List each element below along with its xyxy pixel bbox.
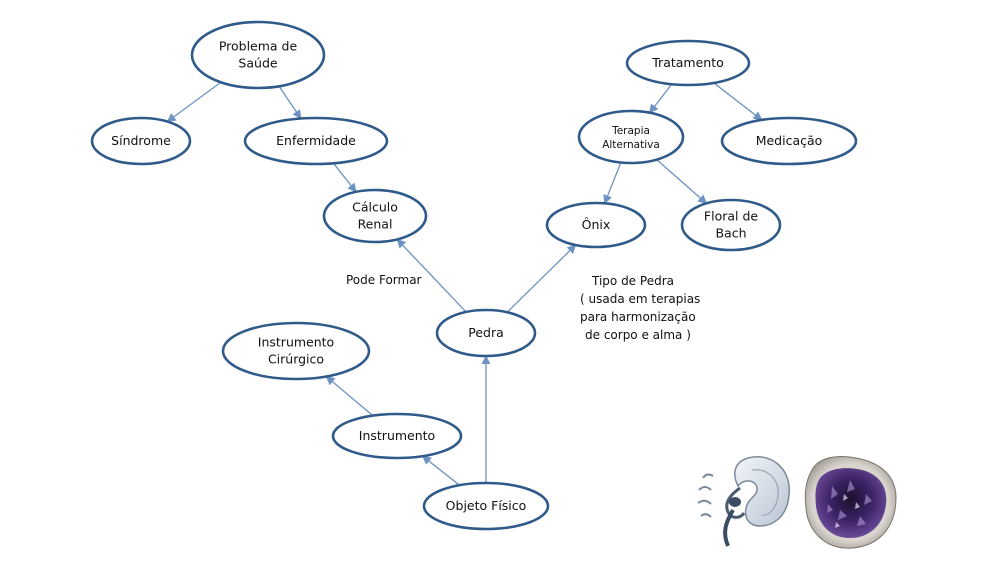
node-label: Medicação (756, 133, 823, 148)
edge-label-tipo-de-pedra: Tipo de Pedra ( usada em terapias para h… (580, 274, 700, 342)
node-instrumento: Instrumento (331, 412, 463, 460)
edge-problema-to-enfermidade (278, 85, 302, 120)
node-problema: Problema de Saúde (190, 20, 326, 90)
node-label: Enfermidade (276, 133, 356, 148)
node-shape (680, 198, 782, 252)
edges (166, 81, 763, 486)
edge-tratamento-to-medicacao (713, 82, 763, 121)
tipo-de-pedra-line-4: de corpo e alma ) (585, 328, 691, 342)
node-medicacao: Medicação (720, 116, 858, 166)
node-shape (190, 20, 326, 90)
edge-terapia-to-floral (656, 159, 708, 204)
edge-pedra-to-calculo (396, 238, 467, 313)
node-shape (435, 308, 537, 358)
tipo-de-pedra-line-3: para harmonização (580, 310, 696, 324)
node-tratamento: Tratamento (625, 39, 751, 87)
node-onix: Ônix (545, 201, 647, 249)
node-floral: Floral de Bach (680, 198, 782, 252)
node-label: Saúde (238, 56, 277, 71)
edge-enfermidade-to-calculo (333, 162, 357, 193)
node-shape (422, 481, 550, 531)
node-sindrome: Síndrome (90, 116, 192, 166)
node-label: Terapia (611, 125, 650, 137)
node-label: Pedra (468, 325, 504, 340)
node-label: Instrumento (359, 428, 435, 443)
node-pedra: Pedra (435, 308, 537, 358)
edge-objeto-to-instrumento (421, 455, 460, 486)
node-label: Alternativa (602, 139, 660, 151)
node-shape (221, 321, 371, 381)
kidney-icon (697, 456, 790, 547)
node-label: Ônix (582, 217, 611, 232)
node-label: Renal (358, 217, 393, 232)
node-shape (331, 412, 463, 460)
edge-instrumento-to-instrumento_c (325, 375, 374, 417)
geode-icon (804, 456, 897, 549)
node-label: Floral de (704, 209, 758, 224)
node-enfermidade: Enfermidade (243, 116, 389, 166)
edge-pedra-to-onix (506, 244, 577, 313)
node-label: Cirúrgico (268, 352, 324, 367)
node-label: Síndrome (111, 133, 171, 148)
node-label: Bach (715, 226, 746, 241)
node-label: Problema de (219, 39, 298, 54)
tipo-de-pedra-line-1: Tipo de Pedra (591, 274, 674, 288)
node-label: Tratamento (651, 55, 724, 70)
edge-problema-to-sindrome (166, 81, 222, 123)
node-shape (545, 201, 647, 249)
node-label: Cálculo (352, 200, 398, 215)
edge-label-pode-formar: Pode Formar (346, 273, 422, 287)
node-shape (577, 109, 685, 165)
edge-terapia-to-onix (603, 162, 622, 205)
node-shape (322, 188, 428, 244)
node-shape (90, 116, 192, 166)
node-shape (243, 116, 389, 166)
edge-tratamento-to-terapia (649, 83, 673, 114)
node-label: Objeto Físico (446, 498, 527, 513)
node-shape (720, 116, 858, 166)
node-shape (625, 39, 751, 87)
node-label: Instrumento (258, 335, 334, 350)
node-objeto: Objeto Físico (422, 481, 550, 531)
tipo-de-pedra-line-2: ( usada em terapias (580, 292, 700, 306)
